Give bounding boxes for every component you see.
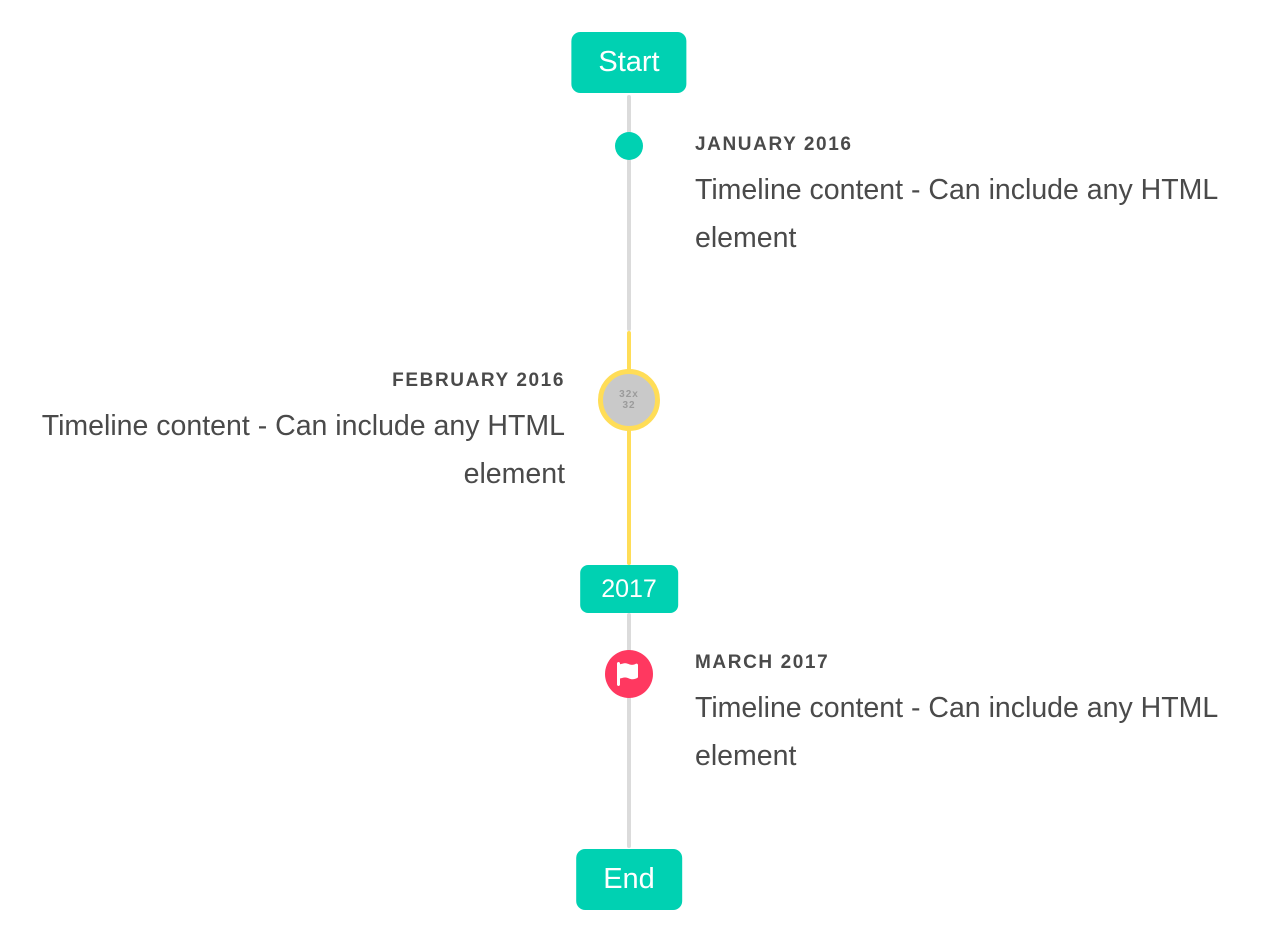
timeline-item: MARCH 2017 Timeline content - Can includ… [695,651,1235,780]
timeline-marker-image: 32x32 [598,369,660,431]
timeline-item-content: Timeline content - Can include any HTML … [695,174,1218,254]
timeline-item-heading: MARCH 2017 [695,652,830,673]
timeline-item-content: Timeline content - Can include any HTML … [41,410,565,490]
timeline-item-heading: FEBRUARY 2016 [392,370,565,391]
timeline-line-segment-warning [627,331,631,565]
timeline-marker-dot [615,132,643,160]
timeline-item: JANUARY 2016 Timeline content - Can incl… [695,133,1235,262]
timeline-header-start: Start [571,32,687,93]
timeline-marker-flag [605,650,653,698]
timeline-header-2017: 2017 [580,565,678,613]
timeline-item-content: Timeline content - Can include any HTML … [695,692,1218,772]
timeline-item-heading: JANUARY 2016 [695,134,853,155]
flag-icon [617,662,641,686]
timeline-item: FEBRUARY 2016 Timeline content - Can inc… [25,369,565,498]
timeline-line-segment [627,613,631,848]
timeline-line-segment [627,95,631,331]
image-placeholder-label: 32x32 [619,389,639,411]
timeline-header-end: End [576,849,682,910]
